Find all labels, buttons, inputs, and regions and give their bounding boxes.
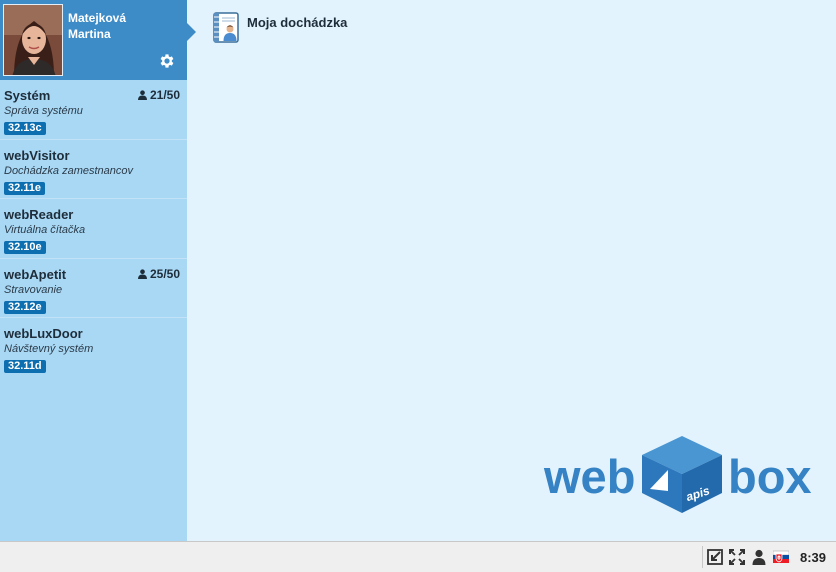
sidebar: Matejková Martina Systém Správa systému … <box>0 0 196 541</box>
app-title: webReader <box>4 207 74 222</box>
license-count: 21/50 <box>137 88 180 102</box>
app-item-webreader[interactable]: webReader Virtuálna čítačka 32.10e <box>0 199 187 259</box>
license-count: 25/50 <box>137 266 180 281</box>
app-subtitle: Stravovanie <box>4 283 63 296</box>
slovak-flag-icon[interactable] <box>772 549 790 565</box>
user-last-name: Matejková <box>68 11 127 25</box>
app-subtitle: Správa systému <box>4 105 83 117</box>
attendance-notebook-icon <box>213 12 239 43</box>
app-title: webApetit <box>4 266 67 282</box>
app-title: Systém <box>4 88 51 103</box>
version-badge: 32.10e <box>4 241 46 254</box>
license-count-text: 25/50 <box>149 266 180 281</box>
tray-separator <box>702 546 703 568</box>
avatar[interactable] <box>3 4 63 76</box>
minimize-icon[interactable] <box>707 549 723 565</box>
app-item-webluxdoor[interactable]: webLuxDoor Návštevný systém 32.11d <box>0 318 187 378</box>
app-title: webVisitor <box>4 147 70 163</box>
user-icon[interactable] <box>751 549 767 565</box>
app-subtitle: Dochádzka zamestnancov <box>4 164 134 177</box>
license-count-text: 21/50 <box>149 88 180 102</box>
fullscreen-icon[interactable] <box>729 549 745 565</box>
user-first-name: Martina <box>68 27 111 41</box>
main-workspace: Moja dochádzka web apis box <box>187 0 836 541</box>
user-card: Matejková Martina <box>0 0 196 80</box>
app-subtitle: Návštevný systém <box>4 343 94 355</box>
logo-web-text: web <box>543 450 635 503</box>
user-photo <box>4 5 62 75</box>
version-badge: 32.11d <box>4 360 46 373</box>
clock: 8:39 <box>800 550 827 565</box>
version-badge: 32.12e <box>4 300 46 314</box>
user-name: Matejková Martina <box>68 10 178 42</box>
logo-box-text: box <box>728 450 812 503</box>
webbox-logo: web apis box <box>542 433 812 518</box>
active-pointer <box>186 22 196 42</box>
gear-icon[interactable] <box>158 52 176 70</box>
user-icon <box>137 268 147 279</box>
shortcut-label: Moja dochádzka <box>247 15 348 30</box>
version-badge: 32.13c <box>4 122 46 135</box>
app-item-webvisitor[interactable]: webVisitor Dochádzka zamestnancov 32.11e <box>0 140 187 199</box>
app-subtitle: Virtuálna čítačka <box>4 224 86 236</box>
app-item-webapetit[interactable]: webApetit Stravovanie 32.12e 25/50 <box>0 259 187 318</box>
shortcut-moja-dochadzka[interactable]: Moja dochádzka <box>211 12 347 44</box>
app-title: webLuxDoor <box>4 326 83 341</box>
taskbar: 8:39 <box>0 541 836 572</box>
user-icon <box>137 90 147 100</box>
app-item-system[interactable]: Systém Správa systému 32.13c 21/50 <box>0 80 187 140</box>
cube-icon: apis <box>642 436 722 513</box>
version-badge: 32.11e <box>4 181 46 195</box>
